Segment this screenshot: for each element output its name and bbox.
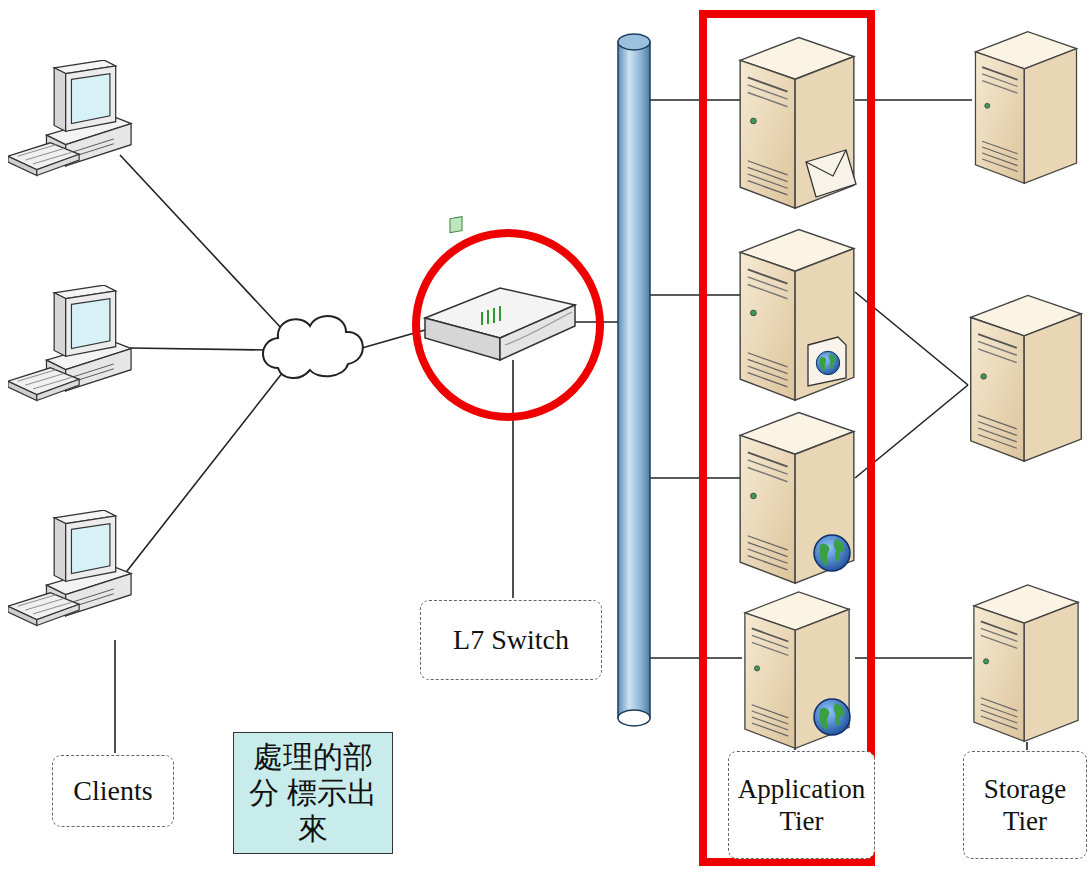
web-server	[745, 592, 849, 748]
document-icon	[808, 337, 846, 386]
node-label: Storage Tier	[970, 773, 1080, 838]
globe-icon	[814, 535, 850, 571]
highlight-circle	[416, 233, 600, 417]
callout-box: 處理的部分 標示出來	[233, 732, 393, 854]
label-box: L7 Switch	[420, 600, 602, 680]
client-computer	[8, 510, 131, 625]
label-box: Clients	[52, 755, 174, 827]
node-label: Clients	[73, 774, 152, 808]
highlight-rectangle	[703, 14, 871, 862]
node-label: L7 Switch	[453, 623, 569, 657]
node-label: 處理的部分 標示出來	[242, 739, 384, 847]
storage-server	[974, 585, 1078, 741]
network-wire	[120, 100, 972, 658]
globe-icon	[814, 699, 850, 735]
storage-server	[975, 32, 1076, 184]
leader-line	[115, 360, 1027, 753]
network-bus	[618, 34, 650, 726]
envelope-icon	[806, 150, 856, 197]
node-label: Application Tier	[735, 773, 868, 838]
web-server	[740, 413, 854, 584]
internet-cloud	[263, 316, 363, 378]
storage-server	[971, 295, 1082, 461]
label-box: Application Tier	[728, 751, 875, 859]
client-computer	[8, 285, 131, 400]
file-server	[740, 230, 854, 401]
l7-switch-icon	[425, 217, 575, 360]
label-box: Storage Tier	[963, 751, 1087, 859]
client-computer	[8, 60, 131, 175]
